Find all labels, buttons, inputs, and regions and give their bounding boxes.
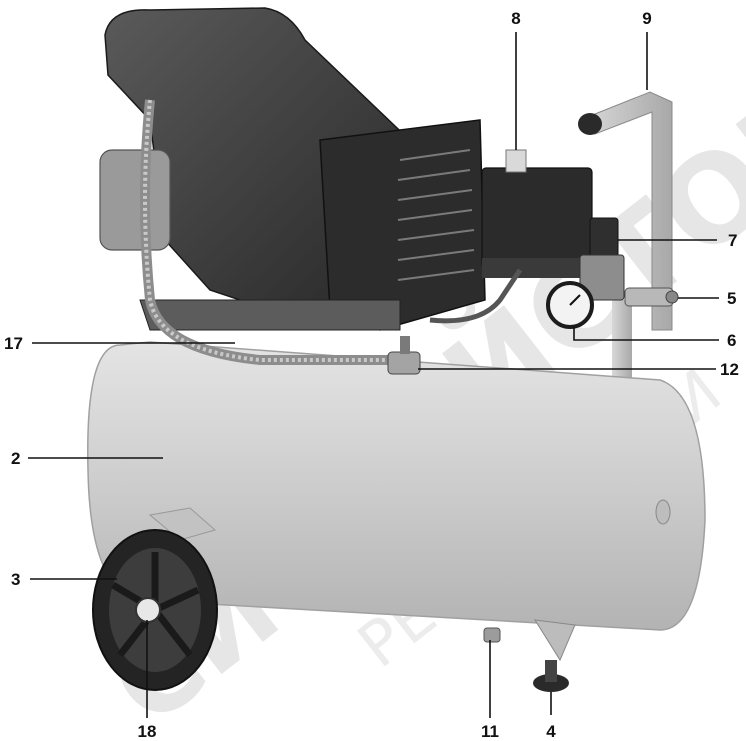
callout-12: 12: [720, 360, 739, 379]
wheel: [92, 529, 218, 691]
callout-8: 8: [511, 9, 520, 28]
callout-5: 5: [727, 289, 736, 308]
motor-housing: [99, 7, 486, 331]
callout-3: 3: [11, 570, 20, 589]
callout-11: 11: [481, 722, 499, 741]
pressure-switch: [481, 149, 593, 278]
callout-6: 6: [727, 331, 736, 350]
quick-coupling: [624, 287, 679, 307]
callout-17: 17: [4, 334, 23, 353]
leader-6: [573, 326, 719, 341]
cooling-grille: [397, 149, 475, 281]
pressure-gauge: [546, 281, 594, 329]
rubber-foot: [533, 619, 576, 692]
check-valve: [387, 336, 421, 375]
callout-9: 9: [642, 9, 651, 28]
leader-lines: [28, 32, 719, 718]
drain-valve: [483, 627, 501, 643]
air-tank: [87, 341, 706, 631]
delivery-hose: [140, 99, 523, 365]
callout-4: 4: [546, 722, 556, 741]
callout-2: 2: [11, 449, 20, 468]
pressure-regulator: [579, 217, 625, 301]
callout-18: 18: [138, 722, 157, 741]
callout-labels: 8 9 7 5 6 17 12 2 3 18 11 4: [4, 9, 739, 741]
callout-7: 7: [728, 231, 737, 250]
